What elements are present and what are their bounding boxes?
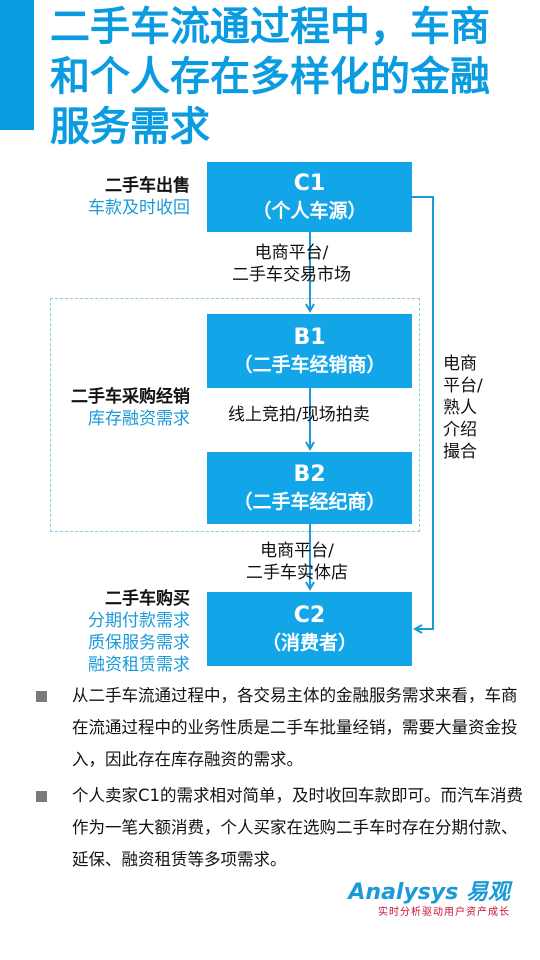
node-c1-role: （个人车源） [252, 200, 367, 222]
edge-label-line: 二手车实体店 [246, 563, 348, 583]
arrow-c1-c2-side [412, 196, 434, 629]
brand-tagline: 实时分析驱动用户资产成长 [378, 907, 510, 918]
edge-label-line: 熟人 [443, 398, 477, 418]
edge-label-line: 电商平台/ [260, 541, 334, 561]
bullet-text: 从二手车流通过程中，各交易主体的金融服务需求来看，车商在流通过程中的业务性质是二… [72, 686, 518, 769]
bullet-item: 从二手车流通过程中，各交易主体的金融服务需求来看，车商在流通过程中的业务性质是二… [36, 680, 526, 776]
stage-label-need: 质保服务需求 [88, 633, 190, 653]
node-c2-code: C2 [293, 603, 326, 628]
page-title: 二手车流通过程中，车商 和个人存在多样化的金融 服务需求 [50, 2, 536, 152]
stage-label-head: 二手车出售 [105, 176, 190, 196]
node-c1: C1 （个人车源） [207, 162, 412, 232]
node-b2-role: （二手车经纪商） [233, 491, 386, 513]
stage-label-sell: 二手车出售 车款及时收回 [0, 175, 190, 219]
edge-label-b1-b2: 线上竞拍/现场拍卖 [228, 405, 370, 425]
edge-label-line: 电商 [443, 354, 477, 374]
bullet-square-icon [36, 791, 47, 802]
stage-label-need: 车款及时收回 [88, 198, 190, 218]
edge-label-line: 电商平台/ [254, 243, 329, 263]
brand-name: Analysys 易观 [348, 880, 510, 905]
edge-label-b2-c2: 电商平台/ 二手车实体店 [246, 540, 348, 584]
edge-label-c1-b1: 电商平台/ 二手车交易市场 [232, 242, 351, 286]
dealer-group-frame [50, 298, 420, 532]
edge-label-line: 二手车交易市场 [232, 265, 351, 285]
node-b2: B2 （二手车经纪商） [207, 452, 412, 524]
bullet-text: 个人卖家C1的需求相对简单，及时收回车款即可。而汽车消费作为一笔大额消费，个人买… [72, 786, 524, 869]
node-c2: C2 （消费者） [207, 592, 412, 666]
edge-label-line: 撮合 [443, 442, 477, 462]
title-line-3: 服务需求 [50, 104, 210, 150]
stage-label-need: 分期付款需求 [88, 611, 190, 631]
stage-label-purchase: 二手车采购经销 库存融资需求 [0, 386, 190, 430]
stage-label-head: 二手车购买 [105, 589, 190, 609]
stage-label-need: 库存融资需求 [88, 409, 190, 429]
edge-label-line: 介绍 [443, 420, 477, 440]
node-b1-role: （二手车经销商） [233, 354, 386, 376]
stage-label-buy: 二手车购买 分期付款需求 质保服务需求 融资租赁需求 [0, 588, 190, 676]
edge-label-side: 电商 平台/ 熟人 介绍 撮合 [443, 353, 483, 463]
edge-label-line: 平台/ [443, 376, 483, 396]
node-c2-role: （消费者） [261, 632, 357, 654]
node-b1-code: B1 [293, 325, 326, 350]
stage-label-head: 二手车采购经销 [71, 387, 190, 407]
brand-logo: Analysys 易观 实时分析驱动用户资产成长 [348, 880, 510, 920]
node-b1: B1 （二手车经销商） [207, 314, 412, 388]
node-b2-code: B2 [293, 462, 326, 487]
title-line-2: 和个人存在多样化的金融 [50, 54, 490, 100]
title-line-1: 二手车流通过程中，车商 [50, 4, 490, 50]
summary-bullets: 从二手车流通过程中，各交易主体的金融服务需求来看，车商在流通过程中的业务性质是二… [36, 680, 526, 880]
node-c1-code: C1 [293, 171, 326, 196]
bullet-item: 个人卖家C1的需求相对简单，及时收回车款即可。而汽车消费作为一笔大额消费，个人买… [36, 780, 526, 876]
bullet-square-icon [36, 691, 47, 702]
stage-label-need: 融资租赁需求 [88, 655, 190, 675]
title-accent-bar [0, 0, 34, 130]
